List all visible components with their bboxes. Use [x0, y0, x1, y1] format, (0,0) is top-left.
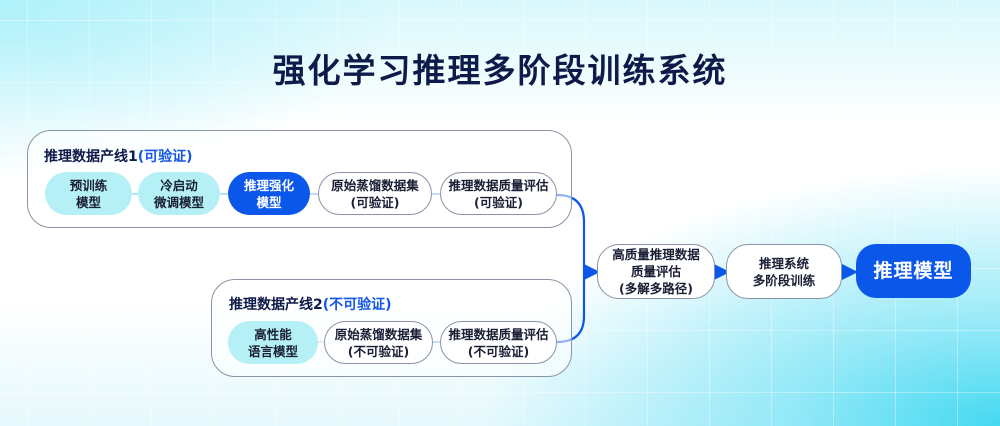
node-cold-start-finetune[interactable]: 冷启动 微调模型: [138, 172, 220, 215]
node-label: 质量评估: [630, 264, 681, 279]
pipeline-2-title-main: 推理数据产线2: [229, 297, 323, 313]
pipeline-1-title-tag: (可验证): [137, 149, 193, 165]
pipeline-1-title-main: 推理数据产线1: [44, 149, 138, 165]
node-label: (不可验证): [347, 343, 410, 359]
node-label: 推理模型: [873, 259, 954, 282]
node-label: 微调模型: [153, 194, 204, 210]
node-label: 多阶段训练: [752, 272, 816, 288]
node-high-perf-llm[interactable]: 高性能 语言模型: [228, 321, 318, 364]
node-label: 原始蒸馏数据集: [331, 177, 419, 193]
node-reasoning-rl-model[interactable]: 推理强化 模型: [228, 172, 310, 215]
node-label: 模型: [75, 194, 101, 210]
pipeline-2-title: 推理数据产线2(不可验证): [229, 294, 392, 314]
node-multistage-training[interactable]: 推理系统 多阶段训练: [726, 244, 842, 299]
node-label: (可验证): [350, 194, 400, 210]
pipeline-2-title-tag: (不可验证): [322, 297, 392, 313]
node-pretrained-model[interactable]: 预训练 模型: [45, 172, 132, 215]
node-label: 推理系统: [758, 255, 809, 271]
page-title: 强化学习推理多阶段训练系统: [272, 51, 728, 90]
node-label: (多解多路径): [619, 281, 693, 296]
node-label: 模型: [256, 194, 282, 210]
node-label: 冷启动: [160, 177, 198, 193]
node-label: 原始蒸馏数据集: [334, 326, 423, 342]
node-raw-distill-dataset-unverifiable[interactable]: 原始蒸馏数据集 (不可验证): [324, 321, 433, 364]
node-label: 高性能: [254, 326, 292, 342]
node-label: 推理数据质量评估: [448, 326, 549, 342]
node-raw-distill-dataset-verifiable[interactable]: 原始蒸馏数据集 (可验证): [318, 172, 432, 215]
node-label: 推理强化: [243, 177, 294, 193]
node-quality-eval-unverifiable[interactable]: 推理数据质量评估 (不可验证): [440, 321, 557, 364]
node-reasoning-model[interactable]: 推理模型: [856, 244, 971, 298]
node-label: (不可验证): [467, 343, 530, 359]
node-quality-eval-verifiable[interactable]: 推理数据质量评估 (可验证): [440, 172, 557, 215]
node-label: 高质量推理数据: [612, 247, 700, 262]
node-label: 推理数据质量评估: [448, 177, 549, 193]
node-label: (可验证): [474, 194, 523, 210]
pipeline-1-title: 推理数据产线1(可验证): [44, 146, 193, 166]
node-label: 语言模型: [247, 343, 298, 359]
node-high-quality-data-eval[interactable]: 高质量推理数据 质量评估 (多解多路径): [597, 244, 715, 299]
node-label: 预训练: [69, 177, 108, 193]
